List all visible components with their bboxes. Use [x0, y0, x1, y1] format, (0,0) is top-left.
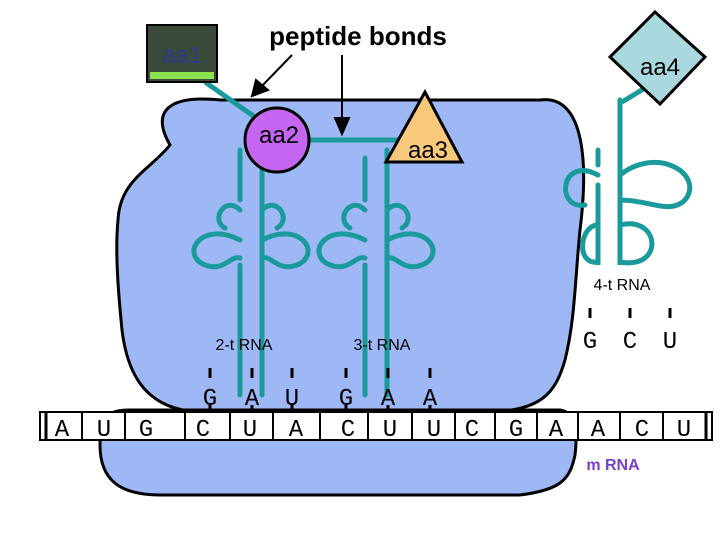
mrna-base: A [55, 417, 70, 444]
aa4-label: aa4 [640, 54, 680, 81]
mrna-strand [39, 411, 713, 441]
mrna-base: U [383, 417, 397, 444]
peptide-bond-aa1-aa2 [203, 79, 264, 125]
trna-4-label-bg [596, 265, 624, 305]
mrna-base: C [465, 417, 479, 444]
mrna-label: m RNA [586, 457, 640, 474]
mrna-base: A [289, 417, 304, 444]
mrna-base: G [509, 417, 523, 444]
peptide-bonds-label: peptide bonds [269, 21, 447, 51]
mrna-base: C [341, 417, 355, 444]
anticodon-base: G [583, 329, 597, 356]
aa3-triangle [383, 88, 465, 164]
anticodon-base: G [203, 386, 217, 413]
anticodon-base: G [339, 386, 353, 413]
trna-3-label: 3-t RNA [354, 337, 411, 354]
anticodon-base: C [623, 329, 637, 356]
anticodon-base: U [285, 386, 299, 413]
trna-4 [563, 97, 693, 268]
aa2-circle [243, 106, 311, 174]
aa4-diamond [607, 9, 708, 107]
mrna-base: G [139, 417, 153, 444]
mrna-base: C [196, 417, 210, 444]
mrna-base: C [635, 417, 649, 444]
anticodon-base: U [663, 329, 677, 356]
mrna-base: U [97, 417, 111, 444]
mrna-base: A [591, 417, 606, 444]
aa2-label: aa2 [259, 122, 299, 149]
peptide-bond-arrows [250, 54, 351, 137]
aa3-label: aa3 [408, 137, 448, 164]
ribosome-large-subunit [115, 97, 586, 414]
anticodon-base: A [245, 386, 260, 413]
anticodon-base: A [381, 386, 396, 413]
trna-2-label: 2-t RNA [216, 337, 273, 354]
aa1-box: aa1 [146, 24, 218, 83]
mrna-base: A [549, 417, 564, 444]
anticodon-base: A [423, 386, 438, 413]
mrna-base: U [243, 417, 257, 444]
aa1-label: aa1 [162, 42, 202, 69]
trna-4-label: 4-t RNA [594, 277, 651, 294]
mrna-base: U [677, 417, 691, 444]
mrna-base: U [427, 417, 441, 444]
